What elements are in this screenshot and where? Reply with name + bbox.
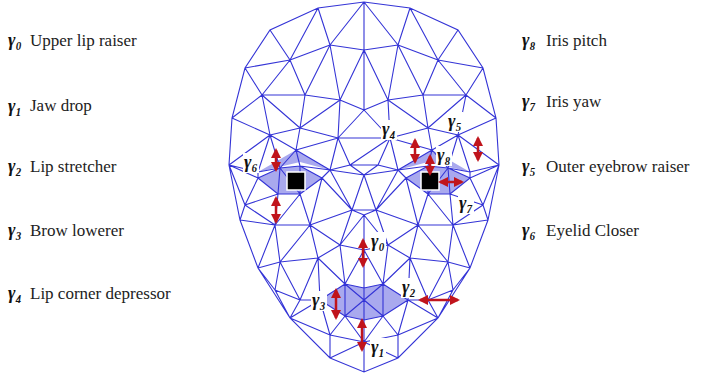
parameter-symbol: γ₈ — [436, 146, 452, 166]
parameter-symbol: γ₄ — [381, 120, 397, 140]
legend-name: Eyelid Closer — [546, 222, 639, 241]
parameter-symbol: γ₇ — [458, 194, 474, 214]
legend-name: Upper lip raiser — [30, 32, 137, 51]
parameter-symbol: γ₁ — [370, 338, 386, 358]
legend-name: Iris pitch — [546, 32, 607, 51]
parameter-symbol: γ₃ — [311, 291, 327, 311]
legend-symbol: γ₄ — [8, 284, 22, 304]
legend-symbol: γ₇ — [522, 92, 536, 112]
parameter-symbol: γ₆ — [243, 153, 259, 173]
legend-name: Lip corner depressor — [30, 285, 171, 304]
motion-arrows — [276, 138, 478, 350]
legend-symbol: γ₀ — [8, 31, 22, 51]
iris-squares — [287, 172, 439, 190]
legend-symbol: γ₁ — [8, 97, 22, 117]
parameter-symbol: γ₂ — [401, 278, 417, 298]
legend-name: Lip stretcher — [30, 158, 116, 177]
legend-name: Brow lowerer — [30, 222, 124, 241]
legend-symbol: γ₅ — [522, 157, 536, 177]
legend-symbol: γ₂ — [8, 157, 22, 177]
legend-symbol: γ₈ — [522, 31, 536, 51]
mesh-edges — [229, 2, 499, 372]
wireframe-mesh — [229, 2, 499, 372]
legend-name: Outer eyebrow raiser — [546, 158, 690, 177]
legend-name: Iris yaw — [546, 93, 601, 112]
parameter-symbol: γ₅ — [447, 112, 463, 132]
legend-symbol: γ₆ — [522, 221, 536, 241]
legend-symbol: γ₃ — [8, 221, 22, 241]
legend-name: Jaw drop — [30, 97, 92, 116]
parameter-symbol: γ₀ — [370, 232, 386, 252]
